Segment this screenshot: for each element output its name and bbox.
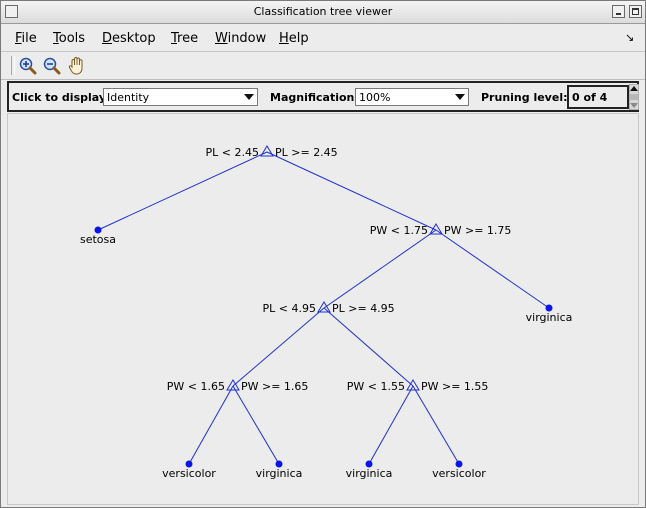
leaf-node-n8[interactable] (185, 460, 193, 468)
chevron-down-icon (244, 94, 254, 100)
magnification-select[interactable]: 100% (355, 88, 469, 106)
pan-hand-icon[interactable] (66, 55, 88, 77)
split-left-rule-n1: PL < 2.45 (206, 146, 259, 159)
split-node-n6[interactable] (226, 379, 240, 391)
split-left-rule-n6: PW < 1.65 (167, 380, 225, 393)
tree-edge-n6-n8 (188, 385, 234, 465)
maximize-button[interactable] (629, 5, 642, 18)
menu-desktop[interactable]: Desktop (102, 31, 156, 46)
toolbar (1, 52, 645, 80)
leaf-node-n2[interactable] (94, 226, 102, 234)
window-title: Classification tree viewer (253, 5, 393, 18)
zoom-out-icon[interactable] (41, 55, 63, 77)
pruning-level-label: Pruning level: (481, 91, 568, 104)
split-node-n4[interactable] (317, 301, 331, 313)
tree-edge-n4-n6 (232, 307, 325, 387)
leaf-node-n5[interactable] (545, 304, 553, 312)
tree-edge-n7-n11 (412, 385, 460, 465)
split-right-rule-n3: PW >= 1.75 (444, 224, 511, 237)
leaf-label-n5: virginica (526, 311, 573, 324)
window-menu-button[interactable] (5, 5, 18, 18)
leaf-label-n11: versicolor (432, 467, 486, 480)
menu-file[interactable]: File (15, 31, 37, 46)
menu-tree[interactable]: Tree (171, 31, 199, 46)
tree-edge-n3-n4 (323, 229, 437, 309)
split-right-rule-n6: PW >= 1.65 (241, 380, 308, 393)
split-left-rule-n3: PW < 1.75 (370, 224, 428, 237)
menu-tools[interactable]: Tools (53, 31, 86, 46)
split-right-rule-n4: PL >= 4.95 (332, 302, 395, 315)
tree-edge-n4-n7 (323, 307, 414, 387)
tree-edge-n1-n2 (97, 151, 268, 231)
pruning-level-value: 0 of 4 (572, 91, 608, 104)
leaf-node-n11[interactable] (455, 460, 463, 468)
split-left-rule-n7: PW < 1.55 (347, 380, 405, 393)
split-node-n3[interactable] (429, 223, 443, 235)
split-right-rule-n7: PW >= 1.55 (421, 380, 488, 393)
display-select-value: Identity (107, 91, 150, 104)
leaf-node-n10[interactable] (365, 460, 373, 468)
tree-edge-n1-n3 (266, 151, 437, 231)
minimize-button[interactable] (612, 5, 625, 18)
split-node-n1[interactable] (260, 145, 274, 157)
chevron-down-icon (455, 94, 465, 100)
pruning-level-field[interactable]: 0 of 4 (567, 85, 629, 109)
menu-bar: File Tools Desktop Tree Window Help ↘ (1, 25, 645, 52)
leaf-label-n8: versicolor (162, 467, 216, 480)
zoom-in-icon[interactable] (17, 55, 39, 77)
magnification-label: Magnification: (270, 91, 359, 104)
classification-tree-plot: PL < 2.45 PL >= 2.45 PW < 1.75 PW >= 1.75PL… (80, 145, 573, 480)
menu-window[interactable]: Window (215, 31, 267, 46)
toolbar-grip (11, 56, 15, 75)
tree-edge-n3-n5 (435, 229, 550, 309)
dock-arrow-icon[interactable]: ↘ (625, 31, 635, 44)
menu-help[interactable]: Help (279, 31, 309, 46)
title-bar: Classification tree viewer (1, 1, 645, 24)
leaf-label-n9: virginica (256, 467, 303, 480)
display-select[interactable]: Identity (103, 88, 258, 106)
magnification-select-value: 100% (359, 91, 391, 104)
pruning-level-spinner[interactable] (628, 83, 640, 111)
leaf-label-n2: setosa (80, 233, 116, 246)
leaf-label-n10: virginica (346, 467, 393, 480)
split-right-rule-n1: PL >= 2.45 (275, 146, 338, 159)
click-to-display-label: Click to display: (12, 91, 111, 104)
leaf-node-n9[interactable] (275, 460, 283, 468)
split-left-rule-n4: PL < 4.95 (263, 302, 316, 315)
tree-edge-n7-n10 (368, 385, 414, 465)
split-node-n7[interactable] (406, 379, 420, 391)
display-controls-panel: Click to display: Identity Magnification… (7, 81, 640, 112)
tree-edge-n6-n9 (232, 385, 280, 465)
